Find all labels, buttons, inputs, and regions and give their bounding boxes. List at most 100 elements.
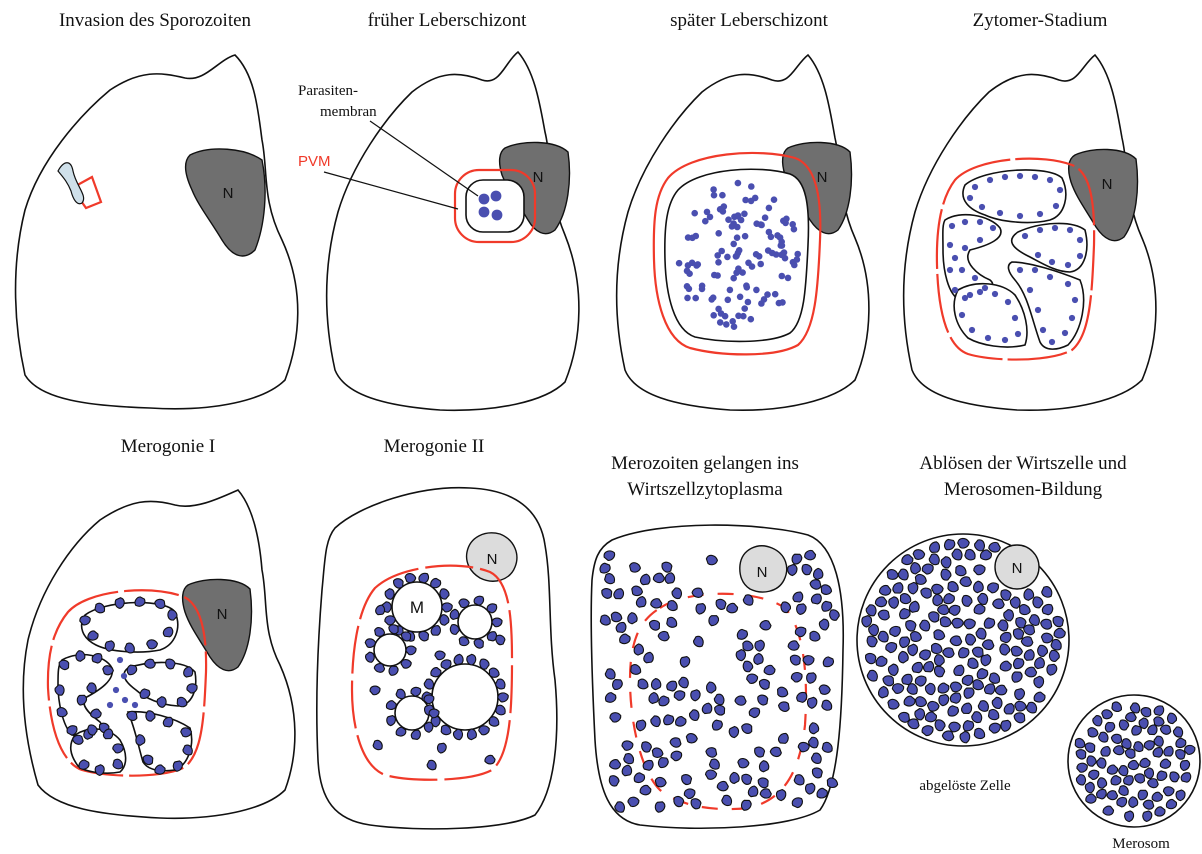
parasite-nucleus-dot [772, 291, 779, 298]
parasite-nucleus-dot [725, 297, 732, 304]
parasite-nucleus-dot [724, 254, 731, 261]
parasite-nucleus-dot [947, 242, 953, 248]
parasite-nucleus-dot [693, 233, 700, 240]
panel-invasion: N [16, 55, 298, 409]
parasite-nucleus-dot [1037, 211, 1043, 217]
parasite-nucleus-dot [714, 252, 721, 259]
parasite-nucleus-dot [952, 287, 958, 293]
nucleus-label: N [1102, 176, 1113, 193]
merozoite-body-label: M [410, 598, 424, 617]
parasite-nucleus-dot [977, 289, 983, 295]
parasite-nucleus-dot [1032, 174, 1038, 180]
parasite-nucleus-dot [676, 260, 683, 267]
parasite-nucleus-dot [715, 230, 722, 237]
parasite-nucleus-dot [1049, 339, 1055, 345]
parasite-nucleus-dot [757, 261, 764, 268]
parasite-nucleus-dot [735, 180, 742, 187]
parasite-nucleus-dot [972, 184, 978, 190]
parasite-nucleus-dot [1002, 337, 1008, 343]
parasite-nucleus-dot [777, 234, 784, 241]
parasite-membrane-label-line-1: Parasiten- [298, 83, 358, 99]
parasite-nucleus-dot [962, 245, 968, 251]
parasite-nucleus-dot [779, 273, 786, 280]
parasite-nucleus-dot [113, 687, 119, 693]
parasite-nucleus-dot [492, 210, 503, 221]
nucleus-label: N [487, 551, 498, 568]
parasite-nucleus-dot [122, 697, 128, 703]
panel-merogony-2: N M [317, 488, 557, 829]
parasite-nucleus-dot [1037, 227, 1043, 233]
parasite-nucleus-dot [739, 269, 746, 276]
parasite-nucleus-dot [990, 225, 996, 231]
parasite-nucleus-dot [952, 255, 958, 261]
parasite-nucleus-dot [1052, 225, 1058, 231]
stage-title-merogony-2: Merogonie II [384, 436, 485, 457]
parasite-nucleus-dot [723, 321, 730, 328]
parasite-nucleus-dot [722, 313, 729, 320]
panel-merosome: Merosom [1068, 695, 1200, 852]
parasite-nucleus-dot [1022, 233, 1028, 239]
parasite-nucleus-dot [719, 192, 726, 199]
parasite-nucleus-dot [967, 195, 973, 201]
parasite-nucleus-dot [734, 234, 741, 241]
parasite-nucleus-dot [1072, 297, 1078, 303]
parasite-nucleus-dot [1047, 274, 1053, 280]
parasite-nucleus-dot [684, 295, 691, 302]
parasite-nucleus-dot [1057, 187, 1063, 193]
merozoite [764, 665, 775, 674]
nucleus-label: N [757, 564, 768, 581]
parasite-nucleus-dot [741, 305, 748, 312]
parasite-nucleus-dot [735, 313, 742, 320]
parasite-membrane-label-line-2: membran [320, 104, 377, 120]
parasite-nucleus-dot [1017, 267, 1023, 273]
stage-title-merogony-1: Merogonie I [121, 436, 215, 457]
panel-merogony-1: N [23, 490, 295, 818]
parasite-nucleus-dot [779, 299, 786, 306]
stage-title-detach-line-2: Merosomen-Bildung [944, 479, 1103, 500]
parasite-nucleus-dot [691, 210, 698, 217]
parasite-nucleus-dot [704, 209, 711, 216]
parasite-nucleus-dot [1065, 262, 1071, 268]
parasite-nucleus-dot [753, 287, 760, 294]
parasite-nucleus-dot [689, 260, 696, 267]
parasite-nucleus-dot [771, 196, 778, 203]
merozoite [1010, 597, 1020, 608]
parasite-nucleus-dot [715, 259, 722, 266]
parasite-nucleus-dot [959, 312, 965, 318]
parasite-nucleus-dot [979, 204, 985, 210]
parasite-nucleus-dot [794, 256, 801, 263]
pvm-label: PVM [298, 153, 331, 170]
parasite-nucleus-dot [1062, 330, 1068, 336]
panel-merozoite-release: N [591, 525, 843, 828]
parasite-nucleus-dot [789, 221, 796, 228]
parasite-nucleus-dot [725, 216, 732, 223]
parasite-nucleus-dot [764, 291, 771, 298]
parasite-nucleus-dot [985, 335, 991, 341]
parasite-nucleus-dot [711, 192, 718, 199]
panel-detached-cell: N abgelöste Zelle [857, 534, 1069, 794]
parasite-nucleus-dot [782, 220, 789, 227]
parasite-nucleus-dot [987, 177, 993, 183]
parasite-nucleus-dot [753, 251, 760, 258]
parasite-nucleus-dot [733, 253, 740, 260]
parasite-nucleus-dot [1002, 174, 1008, 180]
parasite-nucleus-dot [686, 270, 693, 277]
parasite-nucleus-dot [730, 241, 737, 248]
parasite-nucleus-dot [714, 272, 721, 279]
parasite-nucleus-dot [982, 285, 988, 291]
parasite-nucleus-dot [947, 267, 953, 273]
merozoite [1098, 778, 1107, 788]
parasite-nucleus-dot [745, 299, 752, 306]
parasite-nucleus-dot [758, 300, 765, 307]
parasite-nucleus-dot [710, 312, 717, 319]
parasite-nucleus-dot [708, 296, 715, 303]
parasite-nucleus-dot [949, 223, 955, 229]
merozoite-body [374, 634, 406, 666]
parasite-nucleus-dot [748, 183, 755, 190]
parasite-nucleus-dot [730, 275, 737, 282]
parasite-nucleus-dot [1069, 315, 1075, 321]
nucleus-label: N [1012, 560, 1023, 577]
panel-cytomere: N [904, 55, 1156, 410]
parasite-nucleus-dot [1015, 331, 1021, 337]
parasite-nucleus-dot [744, 284, 751, 291]
